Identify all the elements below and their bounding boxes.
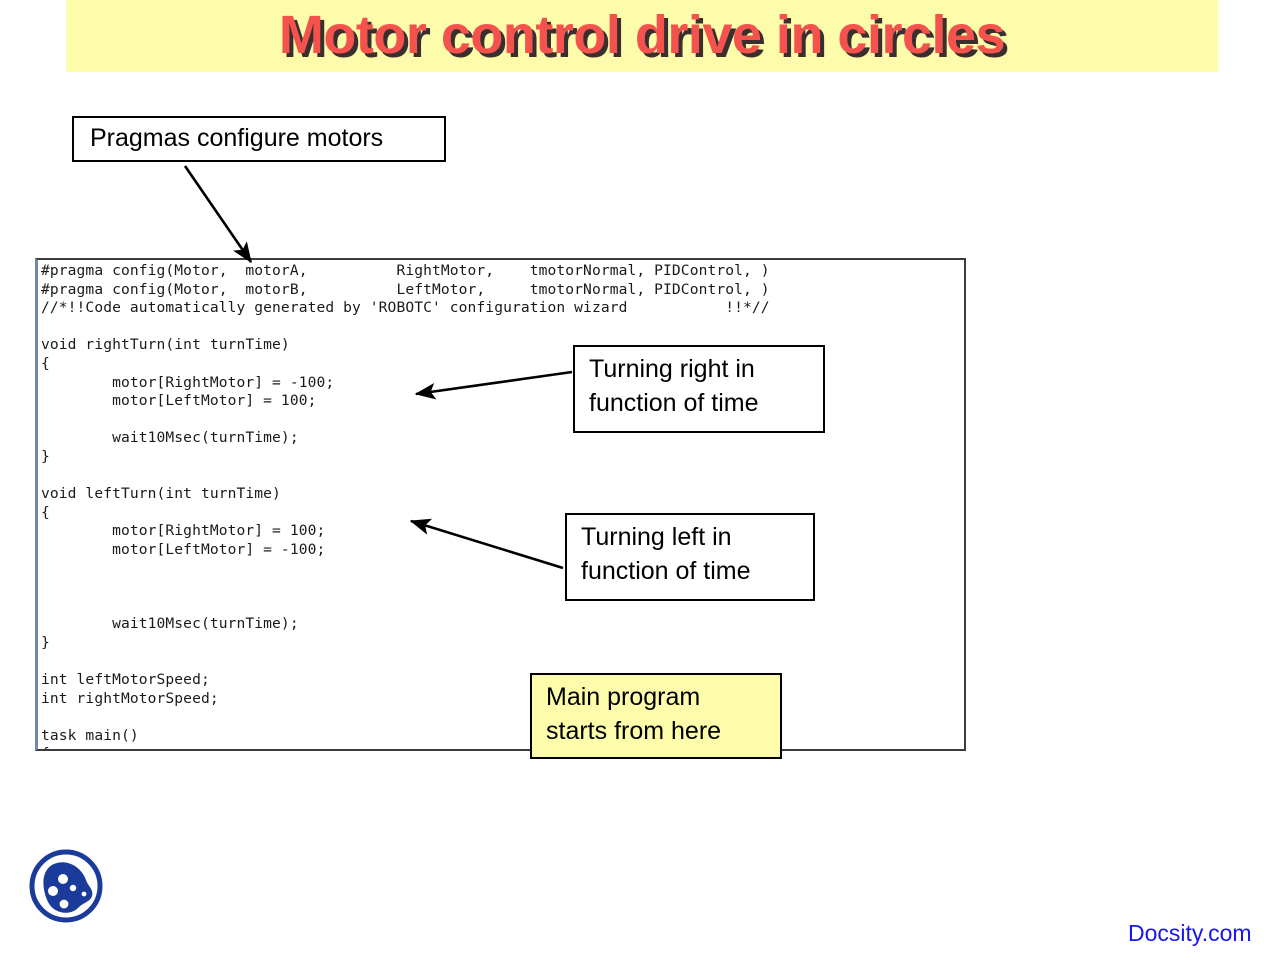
title-banner: [66, 0, 1218, 72]
arrow-pragmas-to-code: [183, 165, 253, 264]
code-panel: #pragma config(Motor, motorA, RightMotor…: [35, 258, 966, 751]
callout-turning-right: Turning right in function of time: [573, 345, 825, 433]
page-title: Motor control drive in circles: [278, 5, 1006, 65]
footer-brand: Docsity.com: [1128, 920, 1252, 946]
callout-turning-left: Turning left in function of time: [565, 513, 815, 601]
callout-pragmas-configure-motors: Pragmas configure motors: [72, 116, 446, 162]
callout-main-program: Main program starts from here: [530, 673, 782, 759]
code-text: #pragma config(Motor, motorA, RightMotor…: [41, 262, 770, 749]
docsity-logo: [29, 849, 103, 923]
